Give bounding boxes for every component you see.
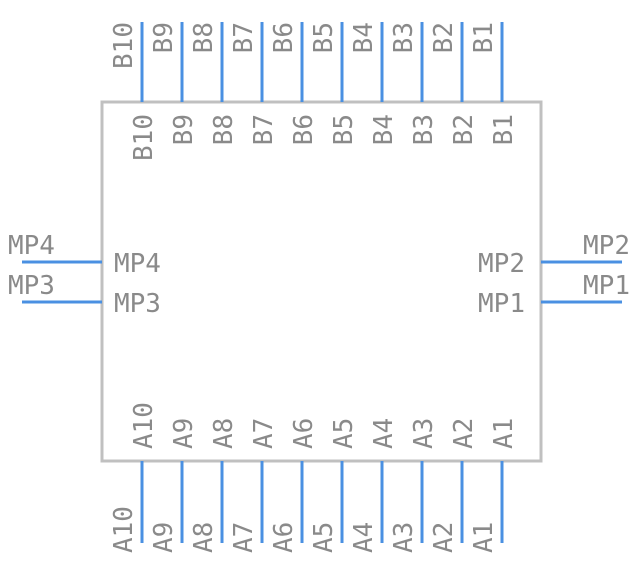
pin-label-inner-mp2: MP2 — [478, 249, 525, 279]
pin-label-outer-b7: B7 — [229, 22, 259, 53]
pin-label-outer-a2: A2 — [429, 522, 459, 553]
pin-label-inner-b4: B4 — [369, 114, 399, 145]
pin-label-inner-a2: A2 — [449, 418, 479, 449]
pin-label-inner-a3: A3 — [409, 418, 439, 449]
pin-label-inner-b5: B5 — [329, 114, 359, 145]
pin-label-inner-a10: A10 — [129, 402, 159, 449]
pin-label-outer-b4: B4 — [349, 22, 379, 53]
pin-label-outer-b5: B5 — [309, 22, 339, 53]
pin-label-inner-a1: A1 — [489, 418, 519, 449]
pin-label-outer-mp2: MP2 — [583, 231, 630, 261]
pin-label-outer-b3: B3 — [389, 22, 419, 53]
pin-label-inner-b6: B6 — [289, 114, 319, 145]
pin-group: B10B10B9B9B8B8B7B7B6B6B5B5B4B4B3B3B2B2B1… — [8, 22, 630, 553]
pin-label-inner-mp1: MP1 — [478, 289, 525, 319]
pin-label-inner-b10: B10 — [129, 114, 159, 161]
pin-label-inner-a4: A4 — [369, 418, 399, 449]
pin-label-inner-a6: A6 — [289, 418, 319, 449]
pin-label-outer-b9: B9 — [149, 22, 179, 53]
pin-label-inner-b3: B3 — [409, 114, 439, 145]
pin-label-outer-a9: A9 — [149, 522, 179, 553]
pin-label-inner-b8: B8 — [209, 114, 239, 145]
pin-label-outer-b10: B10 — [109, 22, 139, 69]
pin-label-outer-a4: A4 — [349, 522, 379, 553]
pin-label-inner-mp3: MP3 — [114, 289, 161, 319]
pin-label-outer-a1: A1 — [469, 522, 499, 553]
pin-label-inner-a8: A8 — [209, 418, 239, 449]
pin-label-inner-a9: A9 — [169, 418, 199, 449]
pin-label-inner-a5: A5 — [329, 418, 359, 449]
pin-label-outer-b2: B2 — [429, 22, 459, 53]
pin-label-outer-mp1: MP1 — [583, 271, 630, 301]
pin-label-outer-a7: A7 — [229, 522, 259, 553]
pin-label-outer-b6: B6 — [269, 22, 299, 53]
pin-label-inner-a7: A7 — [249, 418, 279, 449]
pin-label-outer-b1: B1 — [469, 22, 499, 53]
pin-label-outer-a5: A5 — [309, 522, 339, 553]
component-body — [100, 100, 543, 463]
pin-label-outer-b8: B8 — [189, 22, 219, 53]
pin-label-inner-mp4: MP4 — [114, 249, 161, 279]
pin-label-inner-b9: B9 — [169, 114, 199, 145]
pin-label-outer-mp3: MP3 — [8, 271, 55, 301]
pin-label-inner-b7: B7 — [249, 114, 279, 145]
pin-label-outer-a6: A6 — [269, 522, 299, 553]
pin-label-outer-a10: A10 — [109, 506, 139, 553]
pin-label-inner-b1: B1 — [489, 114, 519, 145]
pin-label-inner-b2: B2 — [449, 114, 479, 145]
pin-label-outer-a3: A3 — [389, 522, 419, 553]
pin-label-outer-mp4: MP4 — [8, 231, 55, 261]
pin-label-outer-a8: A8 — [189, 522, 219, 553]
